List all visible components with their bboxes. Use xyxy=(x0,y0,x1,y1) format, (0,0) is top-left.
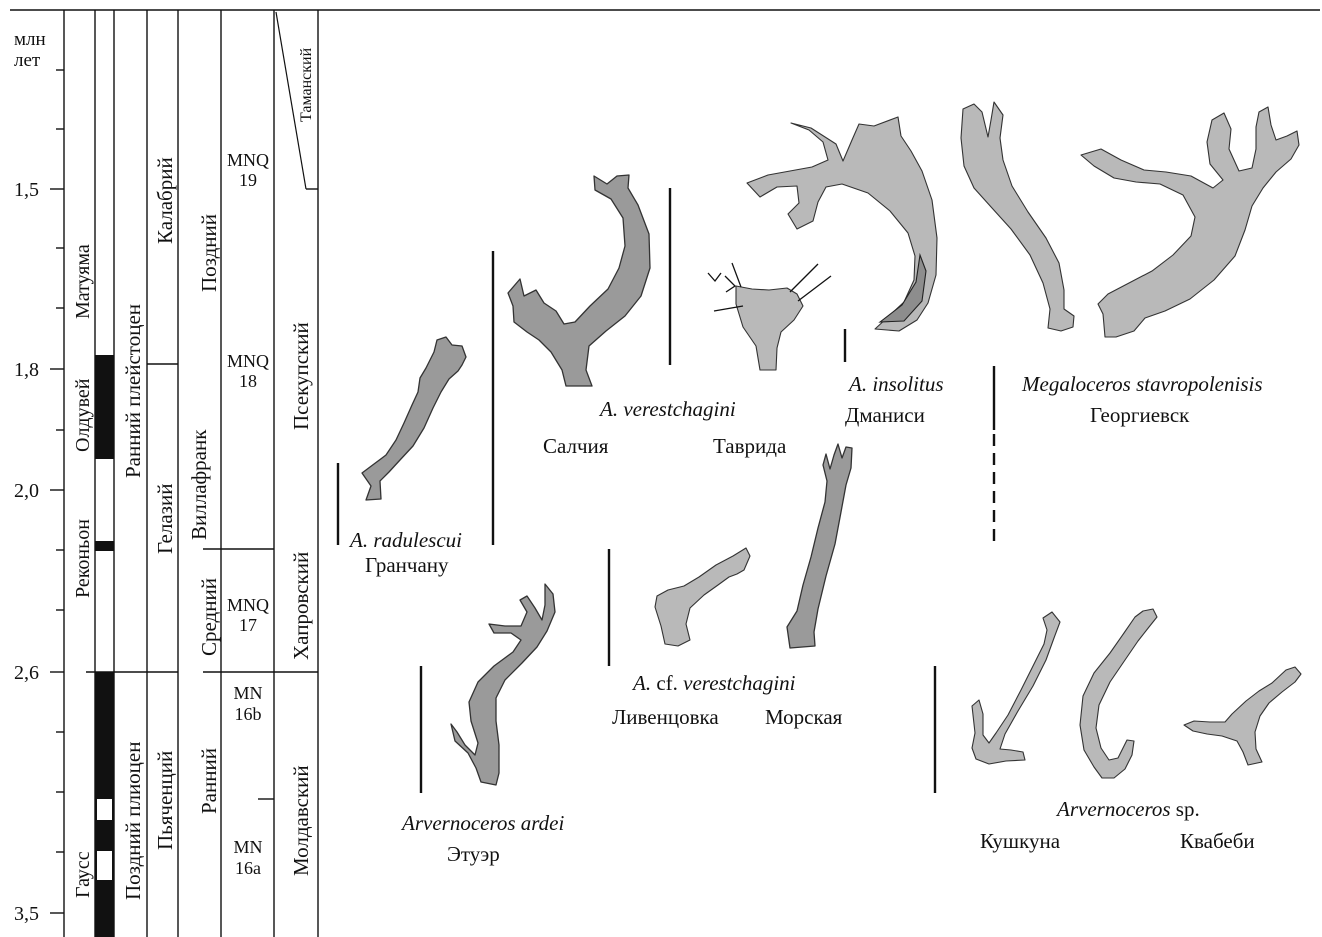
antler-tavrida xyxy=(736,286,803,370)
taxon-ardei: Arvernoceros ardei xyxy=(402,811,564,835)
subchron-label: Реконьон xyxy=(72,519,94,598)
polarity-reversed-mammoth xyxy=(97,851,112,880)
site-label-georgievsk: Георгиевск xyxy=(1090,403,1189,428)
tick-label: 1,5 xyxy=(14,179,39,201)
polarity-normal-olduvai xyxy=(95,355,114,459)
taxon-insolitus: A. insolitus xyxy=(849,372,944,396)
zone-label: 16b xyxy=(235,704,262,724)
substage-label: Поздний xyxy=(197,214,221,292)
antler-liventsovka xyxy=(655,548,750,646)
zone-label: 19 xyxy=(239,170,257,190)
antler-morskaya xyxy=(787,444,852,648)
faunal-complex-label: Молдавский xyxy=(289,765,313,876)
zone-label: MN xyxy=(233,837,262,857)
zone-mn16a: MN 16a xyxy=(233,837,262,878)
taxon-megaloceros: Megaloceros stavropolenisis xyxy=(1022,372,1263,396)
zone-label: MNQ xyxy=(227,595,269,615)
site-label-grancheanu: Гранчану xyxy=(365,553,449,578)
tick-label: 3,5 xyxy=(14,903,39,925)
tick-label: 1,8 xyxy=(14,359,39,381)
zone-label: 16a xyxy=(235,858,261,878)
site-label-salchia: Салчия xyxy=(543,434,608,459)
antler-kvabebi xyxy=(1184,667,1301,765)
site-label-liventsovka: Ливенцовка xyxy=(612,705,719,730)
faunal-complex-label: Псекупский xyxy=(289,322,313,430)
antler-verestchagini xyxy=(508,175,650,386)
zone-label: MNQ xyxy=(227,150,269,170)
antler-kushkuna xyxy=(972,612,1060,764)
specimen-label-ardei: Arvernoceros ardei xyxy=(402,811,564,836)
substage-label: Ранний xyxy=(197,748,221,814)
site-label-morskaya: Морская xyxy=(765,705,842,730)
zone-label: 18 xyxy=(239,371,257,391)
zone-mnq17: MNQ 17 xyxy=(227,595,269,635)
zone-label: 17 xyxy=(239,615,257,635)
epoch-label: Ранний плейстоцен xyxy=(121,304,145,478)
axis-unit-line1: млн xyxy=(14,29,46,50)
specimen-label-verestchagini: A. verestchagini xyxy=(600,397,736,422)
specimen-label-arvernoceros-sp: Arvernoceros sp. xyxy=(1057,797,1200,822)
antler-ardei xyxy=(451,584,555,785)
age-axis xyxy=(50,70,64,913)
polarity-column xyxy=(86,10,114,937)
polarity-normal-reunion xyxy=(95,541,114,551)
antler-megaloceros-palm xyxy=(1081,107,1299,337)
faunal-complex-label: Хапровский xyxy=(289,552,313,660)
antler-megaloceros-beam xyxy=(961,102,1074,331)
site-label-kvabebi: Квабеби xyxy=(1180,829,1255,854)
specimen-label-megaloceros: Megaloceros stavropolenisis xyxy=(1022,372,1263,397)
taxon-verestchagini: A. verestchagini xyxy=(600,397,736,421)
specimen-label-insolitus: A. insolitus xyxy=(849,372,944,397)
tick-label: 2,6 xyxy=(14,662,39,684)
chron-label: Гаусс xyxy=(72,851,94,898)
polarity-reversed-kaena xyxy=(97,799,112,820)
taxon-cf-prefix: A. cf. verestchagini xyxy=(633,671,796,695)
axis-unit-line2: лет xyxy=(14,50,41,71)
substage-label: Средний xyxy=(197,578,221,656)
zone-mnq19: MNQ 19 xyxy=(227,150,269,190)
zone-label: MNQ xyxy=(227,351,269,371)
tick-label: 2,0 xyxy=(14,480,39,502)
epoch-label: Поздний плиоцен xyxy=(121,742,145,900)
stage-label: Гелазий xyxy=(153,484,177,554)
stage-label: Калабрий xyxy=(153,157,177,244)
mammal-age-label: Виллафранк xyxy=(187,429,211,540)
zone-mn16b: MN 16b xyxy=(233,683,262,724)
antler-radulescui xyxy=(362,337,466,500)
subchron-label: Олдувей xyxy=(72,378,94,452)
specimen-label-cf-verestchagini: A. cf. verestchagini xyxy=(633,671,796,696)
chron-label: Матуяма xyxy=(72,244,94,319)
zone-label: MN xyxy=(233,683,262,703)
site-label-tavrida: Таврида xyxy=(713,434,786,459)
stage-label: Пьяченций xyxy=(153,751,177,850)
specimen-label-radulescui: A. radulescui xyxy=(350,528,462,553)
faunal-complex-label: Таманский xyxy=(298,47,315,122)
site-label-kushkuna: Кушкуна xyxy=(980,829,1060,854)
taxon-radulescui: A. radulescui xyxy=(350,528,462,552)
site-label-dmanisi: Дманиси xyxy=(845,403,925,428)
zone-mnq18: MNQ 18 xyxy=(227,351,269,391)
antler-kushkuna-2 xyxy=(1080,609,1157,778)
site-label-etouaires: Этуэр xyxy=(447,842,500,867)
